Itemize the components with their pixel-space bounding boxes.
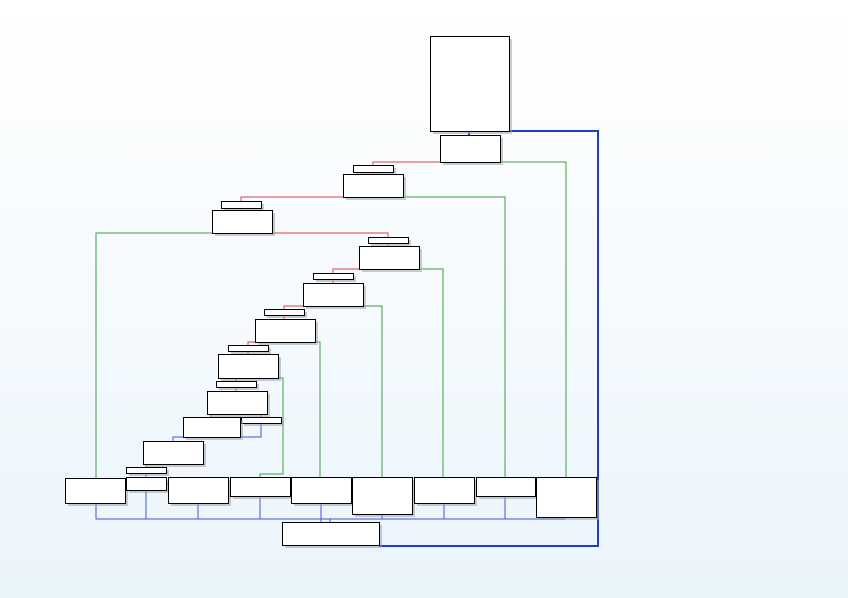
- basic-block-20[interactable]: [65, 478, 129, 507]
- basic-block-6[interactable]: [368, 237, 412, 247]
- block-body[interactable]: [353, 165, 394, 173]
- block-body[interactable]: [359, 246, 420, 270]
- basic-block-2[interactable]: [353, 165, 397, 176]
- block-body[interactable]: [207, 391, 268, 415]
- block-body[interactable]: [291, 477, 352, 504]
- block-body[interactable]: [126, 467, 167, 474]
- block-body[interactable]: [168, 477, 229, 504]
- basic-block-27[interactable]: [476, 477, 539, 500]
- basic-block-11[interactable]: [255, 319, 319, 346]
- edges-layer: [95, 130, 599, 547]
- basic-block-12[interactable]: [228, 345, 272, 355]
- false-edge-4: [240, 196, 373, 201]
- block-body[interactable]: [430, 36, 510, 132]
- block-body[interactable]: [414, 477, 475, 504]
- basic-block-16[interactable]: [241, 417, 285, 427]
- true-edge-20: [95, 232, 212, 478]
- entry-block[interactable]: [430, 36, 513, 135]
- block-body[interactable]: [65, 478, 126, 504]
- basic-block-24[interactable]: [291, 477, 355, 507]
- basic-block-4[interactable]: [221, 201, 265, 212]
- basic-block-13[interactable]: [218, 354, 282, 382]
- block-body[interactable]: [255, 319, 316, 343]
- basic-block-1[interactable]: [440, 135, 504, 166]
- block-body[interactable]: [440, 135, 501, 163]
- block-body[interactable]: [343, 174, 404, 198]
- block-body[interactable]: [536, 477, 597, 518]
- basic-block-25[interactable]: [352, 477, 416, 518]
- basic-block-3[interactable]: [343, 174, 407, 201]
- block-body[interactable]: [282, 522, 380, 546]
- jump-edge-30: [95, 503, 565, 520]
- exit-block[interactable]: [282, 522, 383, 549]
- block-body[interactable]: [126, 477, 167, 491]
- basic-block-17[interactable]: [183, 417, 244, 441]
- jump-edge-26: [240, 423, 262, 438]
- basic-block-18[interactable]: [143, 441, 207, 468]
- basic-block-23[interactable]: [230, 477, 294, 500]
- block-body[interactable]: [368, 237, 409, 244]
- basic-block-7[interactable]: [359, 246, 423, 273]
- true-edge-19: [403, 196, 506, 477]
- block-body[interactable]: [303, 283, 364, 307]
- true-edge-21: [419, 268, 444, 477]
- false-edge-2: [372, 161, 470, 165]
- true-edge-18: [500, 161, 567, 477]
- block-body[interactable]: [183, 417, 241, 438]
- nodes-layer: [65, 36, 600, 549]
- block-body[interactable]: [476, 477, 536, 497]
- basic-block-22[interactable]: [168, 477, 232, 507]
- block-body[interactable]: [230, 477, 291, 497]
- block-body[interactable]: [313, 273, 354, 280]
- back-edge-0: [379, 130, 599, 547]
- basic-block-14[interactable]: [216, 381, 260, 391]
- basic-block-21[interactable]: [126, 477, 170, 494]
- block-body[interactable]: [228, 345, 269, 352]
- basic-block-19[interactable]: [126, 467, 170, 477]
- true-edge-24: [259, 377, 284, 477]
- basic-block-8[interactable]: [313, 273, 357, 283]
- basic-block-9[interactable]: [303, 283, 367, 310]
- basic-block-15[interactable]: [207, 391, 271, 418]
- false-edge-6: [242, 232, 389, 237]
- basic-block-28[interactable]: [536, 477, 600, 521]
- true-edge-22: [363, 305, 383, 477]
- block-body[interactable]: [221, 201, 262, 209]
- basic-block-5[interactable]: [212, 210, 276, 237]
- block-body[interactable]: [212, 210, 273, 234]
- basic-block-26[interactable]: [414, 477, 478, 507]
- block-body[interactable]: [143, 441, 204, 465]
- block-body[interactable]: [216, 381, 257, 388]
- block-body[interactable]: [352, 477, 413, 515]
- block-body[interactable]: [218, 354, 279, 379]
- basic-block-10[interactable]: [264, 309, 308, 319]
- block-body[interactable]: [241, 417, 282, 424]
- true-edge-23: [315, 341, 321, 477]
- block-body[interactable]: [264, 309, 305, 316]
